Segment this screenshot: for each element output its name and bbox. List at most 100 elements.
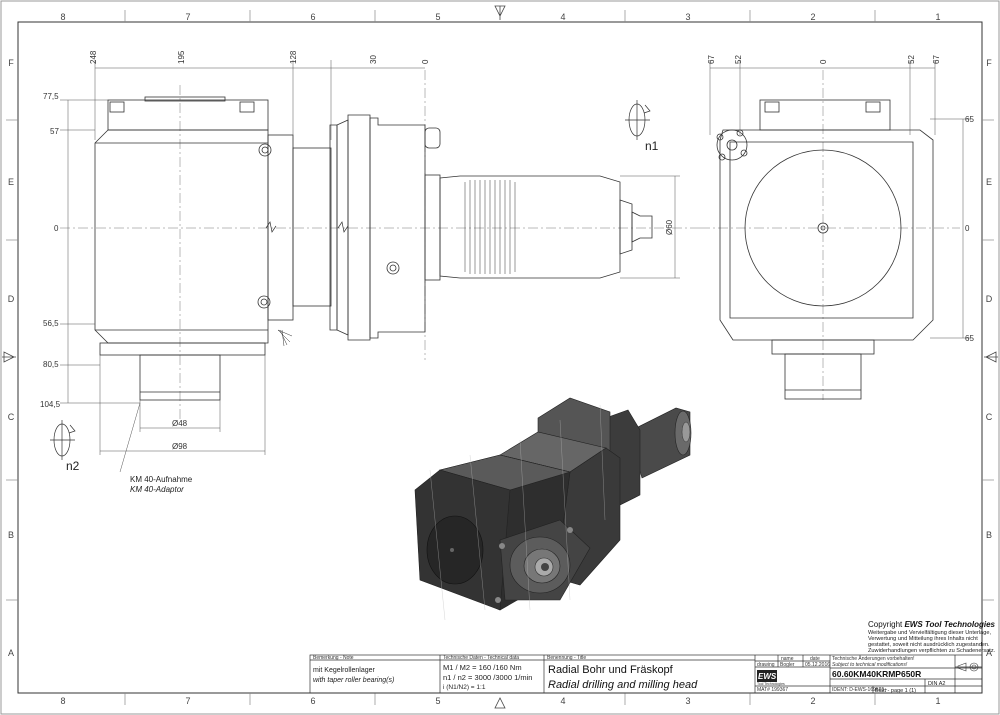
din-format: DIN A2: [928, 681, 945, 687]
row-label-left-B: B: [8, 530, 14, 540]
top-plate: [107, 99, 269, 131]
logo-sub: Tool Technologies: [757, 682, 785, 686]
spindle: [439, 175, 621, 279]
main-body: [94, 129, 269, 344]
side-view: [700, 70, 960, 400]
col-label-top-3: 3: [685, 12, 690, 22]
front-view: [60, 70, 700, 420]
dim-248: 248: [89, 50, 98, 64]
dim-dia-48: Ø48: [172, 419, 188, 428]
col-label-bottom-6: 6: [310, 696, 315, 706]
copyright-prefix: Copyright: [868, 620, 904, 629]
col-label-bottom-4: 4: [560, 696, 565, 706]
copyright-brand: EWS Tool Technologies: [904, 620, 995, 629]
side-dim-0: 0: [819, 59, 828, 64]
side-dim-67-left: 67: [707, 55, 716, 64]
tech-ratio: i (N1/N2) = 1:1: [443, 684, 486, 691]
side-dim-52-right: 52: [907, 55, 916, 64]
remark-header: Bemerkung - Note: [313, 655, 354, 661]
dim-195: 195: [177, 50, 186, 64]
adapter-label-de: KM 40-Aufnahme: [130, 475, 193, 484]
side-dim-52-left: 52: [734, 55, 743, 64]
sheet-page: Blatt - page 1 (1): [875, 688, 916, 694]
col-label-top-2: 2: [810, 12, 815, 22]
drawn-by: Bogler: [780, 662, 795, 668]
tech-header: Technische Daten - Technical data: [443, 655, 519, 661]
projection-symbol-icon: [957, 662, 979, 672]
title-header: Benennung - Title: [547, 655, 586, 661]
col-label-bottom-1: 1: [935, 696, 940, 706]
col-label-bottom-7: 7: [185, 696, 190, 706]
rotation-label-n2: n2: [66, 459, 80, 473]
copyright-line-4: Zuwiderhandlungen verpflichten zu Schade…: [868, 648, 996, 654]
mod-de: Technische Änderungen vorbehalten!: [832, 655, 915, 662]
part-number: 60.60KM40KRMP650R: [832, 669, 921, 679]
dim-128: 128: [289, 50, 298, 64]
rotation-label-n1: n1: [645, 139, 659, 153]
ident-number: IDENT: D-EWS-169525 -: [832, 687, 888, 693]
row-label-left-E: E: [8, 177, 14, 187]
col-label-top-6: 6: [310, 12, 315, 22]
row-label-right-D: D: [986, 294, 993, 304]
title-block-text: Bemerkung - Note mit Kegelrollenlager wi…: [313, 655, 979, 694]
mat-number: MAT# 199367: [757, 687, 788, 693]
side-dimensions: [709, 60, 970, 339]
col-name: name: [781, 656, 794, 662]
row-label-right-C: C: [986, 412, 993, 422]
dim-0-top: 0: [421, 59, 430, 64]
grid-ticks: [6, 10, 994, 705]
row-label-left-C: C: [8, 412, 15, 422]
dim-80-5: 80,5: [43, 360, 59, 369]
front-dim-labels: 248 195 128 30 0 77,5 57 0 56,5 80,5 104…: [40, 50, 674, 451]
side-dim-65-bottom: 65: [965, 334, 974, 343]
row-label-left-F: F: [8, 58, 14, 68]
front-dimensions: [60, 60, 680, 473]
col-label-top-7: 7: [185, 12, 190, 22]
col-label-bottom-3: 3: [685, 696, 690, 706]
dim-77-5: 77,5: [43, 92, 59, 101]
dim-30: 30: [369, 55, 378, 64]
tech-speed: n1 / n2 = 3000 /3000 1/min: [443, 673, 532, 682]
row-label-left-A: A: [8, 648, 14, 658]
copyright-block: Copyright EWS Tool Technologies Weiterga…: [868, 620, 996, 654]
remark-en: with taper roller bearing(s): [313, 677, 394, 684]
mod-en: Subject to technical modifications!: [832, 662, 908, 668]
side-dim-67-right: 67: [932, 55, 941, 64]
row-label-right-E: E: [986, 177, 992, 187]
drawn-date: 05.12.2016: [805, 662, 830, 668]
dim-0-left: 0: [54, 224, 59, 233]
dim-dia-60: Ø60: [665, 219, 674, 235]
copyright-line-3: gestattet, soweit nicht ausdrücklich zug…: [868, 642, 990, 648]
side-dim-labels: 67 52 0 52 67 65 0 65: [707, 55, 974, 343]
col-label-top-4: 4: [560, 12, 565, 22]
title-block: [309, 654, 983, 694]
col-label-top-8: 8: [60, 12, 65, 22]
col-label-bottom-5: 5: [435, 696, 440, 706]
flange: [369, 117, 426, 339]
row-label-right-A: A: [986, 648, 992, 658]
dim-56-5: 56,5: [43, 319, 59, 328]
dim-dia-98: Ø98: [172, 442, 188, 451]
side-dim-0-right: 0: [965, 224, 970, 233]
col-label-top-1: 1: [935, 12, 940, 22]
drawing-title-en: Radial drilling and milling head: [548, 679, 698, 691]
rotation-symbol-n1: [625, 100, 651, 140]
drawing-title-de: Radial Bohr und Fräskopf: [548, 664, 674, 676]
col-date: date: [810, 656, 820, 662]
logo-text: EWS: [758, 672, 777, 681]
col-label-bottom-8: 8: [60, 696, 65, 706]
row-label-right-B: B: [986, 530, 992, 540]
dim-104-5: 104,5: [40, 400, 61, 409]
copyright-line-1: Weitergabe und Vervielfältigung dieser U…: [868, 630, 991, 636]
isometric-view: [414, 397, 692, 621]
svg-text:Copyright EWS Tool Technologie: Copyright EWS Tool Technologies: [868, 620, 996, 629]
km-adapter: [139, 354, 221, 401]
ews-logo: EWS Tool Technologies: [757, 670, 785, 686]
centering-marks: [2, 5, 998, 709]
col-label-bottom-2: 2: [810, 696, 815, 706]
remark-de: mit Kegelrollenlager: [313, 667, 376, 674]
tech-torque: M1 / M2 = 160 /160 Nm: [443, 663, 522, 672]
adapter-label-en: KM 40-Adaptor: [130, 485, 184, 494]
